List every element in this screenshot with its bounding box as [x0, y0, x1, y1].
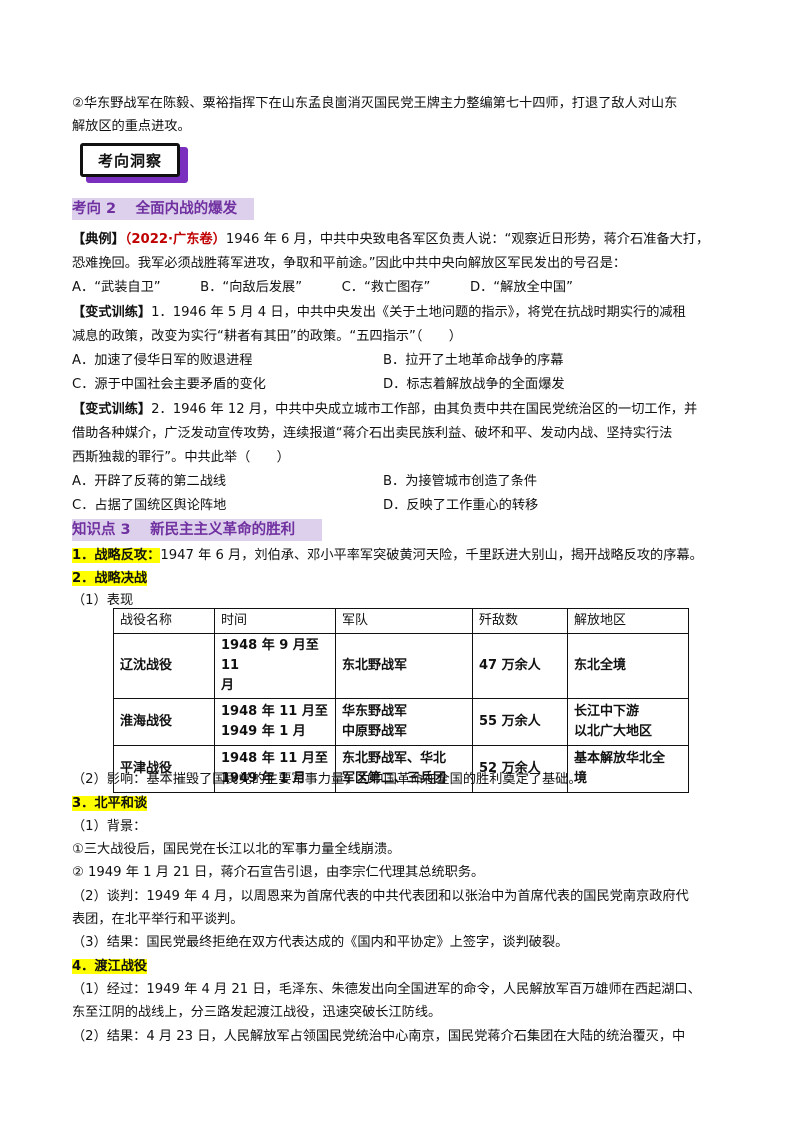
table-cell: 基本解放华北全 境 — [567, 745, 689, 793]
table-cell: 淮海战役 — [113, 698, 215, 746]
intro-line-2: 解放区的重点进攻。 — [72, 119, 191, 134]
header-cell: 歼敌数 — [472, 608, 568, 634]
drill2-line-1: 【变式训练】2．1946 年 12 月，中共中央成立城市工作部，由其负责中共在国… — [72, 400, 732, 420]
point4-line: 4．渡江战役 — [72, 957, 732, 977]
table-cell: 52 万余人 — [472, 745, 568, 793]
drill2-option-d: D．反映了工作重心的转移 — [383, 498, 539, 513]
battles-table: 战役名称 时间 军队 歼敌数 解放地区 辽沈战役 1948 年 9 月至 11 … — [113, 608, 689, 793]
drill1-option-c: C．源于中国社会主要矛盾的变化 — [72, 377, 266, 392]
point4-result: （2）结果：4 月 23 日，人民解放军占领国民党统治中心南京，国民党蒋介石集团… — [72, 1029, 686, 1044]
point3-background-1: ①三大战役后，国民党在长江以北的军事力量全线崩溃。 — [72, 842, 401, 857]
drill2-text-1: 2．1946 年 12 月，中共中央成立城市工作部，由其负责中共在国民党统治区的… — [151, 402, 698, 417]
table-cell: 长江中下游 以北广大地区 — [567, 698, 689, 746]
example-options: A．“武装自卫” B．“向敌后发展” C．“救亡图存” D．“解放全中国” — [72, 280, 573, 295]
table-cell: 东北野战军、华北 军区第二、三兵团 — [335, 745, 473, 793]
table-cell: 1948 年 11 月至 1949 年 1 月 — [214, 698, 336, 746]
table-cell: 1948 年 9 月至 11 月 — [214, 633, 336, 699]
drill1-tag: 【变式训练】 — [72, 305, 152, 320]
drill2-option-c: C．占据了国统区舆论阵地 — [72, 498, 227, 513]
table-row: 辽沈战役 1948 年 9 月至 11 月 东北野战军 47 万余人 东北全境 — [113, 633, 689, 699]
point1-line: 1．战略反攻：1947 年 6 月，刘伯承、邓小平率军突破黄河天险，千里跃进大别… — [72, 546, 732, 566]
table-cell: 东北全境 — [567, 633, 689, 699]
table-row: 淮海战役 1948 年 11 月至 1949 年 1 月 华东野战军 中原野战军… — [113, 698, 689, 746]
table-cell: 1948 年 11 月至 1949 年 1 月 — [214, 745, 336, 793]
point2-effect: （2）影响：基本摧毁了国民党的主要军事力量，为中国革命在全国的胜利奠定了基础。 — [72, 772, 582, 787]
example-tag: 【典例】 — [72, 232, 125, 247]
drill2-line-2: 借助各种媒介，广泛发动宣传攻势，连续报道“蒋介石出卖民族利益、破坏和平、发动内战… — [72, 426, 673, 441]
drill2-option-b: B．为接管城市创造了条件 — [383, 474, 538, 489]
table-header-row: 战役名称 时间 军队 歼敌数 解放地区 — [113, 608, 689, 634]
example-source: （2022·广东卷） — [124, 232, 226, 247]
drill2-tag: 【变式训练】 — [72, 402, 152, 417]
drill1-text-1: 1．1946 年 5 月 4 日，中共中央发出《关于土地问题的指示》，将党在抗战… — [151, 305, 686, 320]
point2-sub: （1）表现 — [72, 593, 134, 608]
point3-background: （1）背景： — [72, 819, 147, 834]
drill1-option-a: A．加速了侵华日军的败退进程 — [72, 353, 253, 368]
heading-highlight-3 — [72, 519, 322, 541]
section-heading-3: 知识点 3 新民主主义革命的胜利 — [72, 522, 296, 538]
table-cell: 华东野战军 中原野战军 — [335, 698, 473, 746]
drill1-line-2: 减息的政策，改变为实行“耕者有其田”的政策。“五四指示”（ ） — [72, 329, 462, 344]
table-row: 平津战役 1948 年 11 月至 1949 年 1 月 东北野战军、华北 军区… — [113, 745, 689, 793]
drill2-option-a: A．开辟了反蒋的第二战线 — [72, 474, 227, 489]
point4-process-1: （1）经过：1949 年 4 月 21 日，毛泽东、朱德发出向全国进军的命令，人… — [72, 982, 701, 997]
point1-label: 1．战略反攻： — [72, 548, 161, 563]
heading-highlight — [72, 198, 254, 220]
example-line-2: 恐难挽回。我军必须战胜蒋军进攻，争取和平前途。”因此中共中央向解放区军民发出的号… — [72, 256, 627, 271]
point1-text: 1947 年 6 月，刘伯承、邓小平率军突破黄河天险，千里跃进大别山，揭开战略反… — [160, 548, 703, 563]
header-cell: 战役名称 — [113, 608, 215, 634]
section-heading-2: 考向 2 全面内战的爆发 — [72, 201, 238, 217]
point3-talk-1: （2）谈判：1949 年 4 月，以周恩来为首席代表的中共代表团和以张治中为首席… — [72, 889, 689, 904]
example-line-1: 【典例】（2022·广东卷）1946 年 6 月，中共中央致电各军区负责人说：“… — [72, 230, 732, 250]
table-cell: 东北野战军 — [335, 633, 473, 699]
point3-label: 3．北平和谈 — [72, 796, 148, 811]
header-cell: 解放地区 — [567, 608, 689, 634]
table-cell: 辽沈战役 — [113, 633, 215, 699]
intro-line-1: ②华东野战军在陈毅、粟裕指挥下在山东孟良崮消灭国民党王牌主力整编第七十四师，打退… — [72, 96, 678, 111]
point2-label: 2．战略决战 — [72, 571, 148, 586]
point2-line: 2．战略决战 — [72, 569, 732, 589]
drill2-line-3: 西斯独裁的罪行”。中共此举（ ） — [72, 450, 290, 465]
table-cell: 平津战役 — [113, 745, 215, 793]
example-text-1: 1946 年 6 月，中共中央致电各军区负责人说：“观察近日形势，蒋介石准备大打… — [225, 232, 710, 247]
drill1-line-1: 【变式训练】1．1946 年 5 月 4 日，中共中央发出《关于土地问题的指示》… — [72, 303, 732, 323]
header-cell: 时间 — [214, 608, 336, 634]
drill1-option-d: D．标志着解放战争的全面爆发 — [383, 377, 565, 392]
table-cell: 55 万余人 — [472, 698, 568, 746]
drill1-option-b: B．拉开了土地革命战争的序幕 — [383, 353, 564, 368]
point3-background-2: ② 1949 年 1 月 21 日，蒋介石宣告引退，由李宗仁代理其总统职务。 — [72, 865, 485, 880]
banner-label: 考向洞察 — [80, 143, 180, 177]
point3-talk-2: 表团，在北平举行和平谈判。 — [72, 912, 244, 927]
point3-result: （3）结果：国民党最终拒绝在双方代表达成的《国内和平协定》上签字，谈判破裂。 — [72, 935, 569, 950]
table-cell: 47 万余人 — [472, 633, 568, 699]
header-cell: 军队 — [335, 608, 473, 634]
point3-line: 3．北平和谈 — [72, 794, 732, 814]
point4-process-2: 东至江阴的战线上，分三路发起渡江战役，迅速突破长江防线。 — [72, 1005, 442, 1020]
section-banner: 考向洞察 — [80, 143, 188, 183]
point4-label: 4．渡江战役 — [72, 959, 148, 974]
